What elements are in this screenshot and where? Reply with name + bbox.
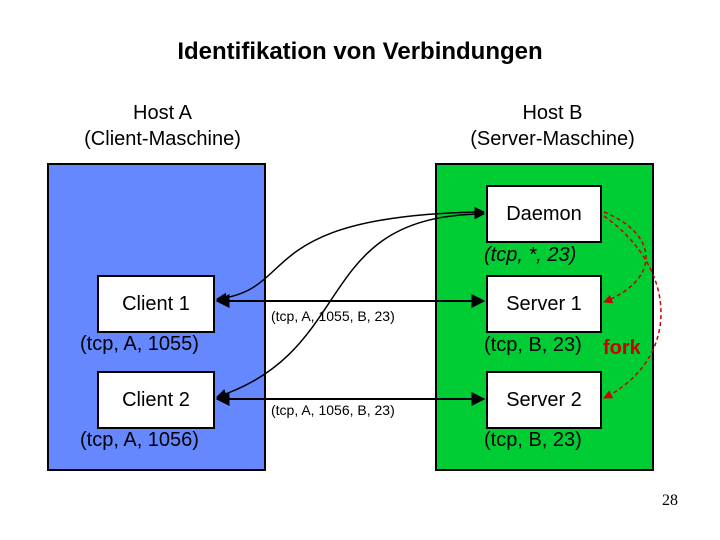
- fork-arrow-1: [603, 211, 647, 304]
- host-a-label: Host A (Client-Maschine): [40, 100, 285, 152]
- host-a-name: Host A: [133, 102, 192, 124]
- client-1-tuple: (tcp, A, 1055): [80, 333, 199, 355]
- connection-2-label: (tcp, A, 1056, B, 23): [271, 402, 395, 418]
- host-b-label: Host B (Server-Maschine): [430, 100, 675, 152]
- host-a-subtitle: (Client-Maschine): [84, 128, 241, 150]
- server-1-box: Server 1: [486, 275, 602, 333]
- client-1-box: Client 1: [97, 275, 215, 333]
- fork-label: fork: [603, 337, 641, 359]
- daemon-box: Daemon: [486, 185, 602, 243]
- host-b-name: Host B: [522, 102, 583, 124]
- client-2-box: Client 2: [97, 371, 215, 429]
- server-2-tuple: (tcp, B, 23): [484, 429, 582, 451]
- client-1-to-daemon-curve: [215, 206, 486, 304]
- client-2-tuple: (tcp, A, 1056): [80, 429, 199, 451]
- page-number: 28: [662, 492, 678, 509]
- fork-arrow-2: [603, 215, 662, 399]
- client-2-to-daemon-curve: [216, 208, 486, 400]
- server-1-tuple: (tcp, B, 23): [484, 334, 582, 356]
- daemon-tuple: (tcp, *, 23): [484, 244, 577, 266]
- host-b-subtitle: (Server-Maschine): [470, 128, 635, 150]
- page-title: Identifikation von Verbindungen: [177, 38, 543, 65]
- server-2-box: Server 2: [486, 371, 602, 429]
